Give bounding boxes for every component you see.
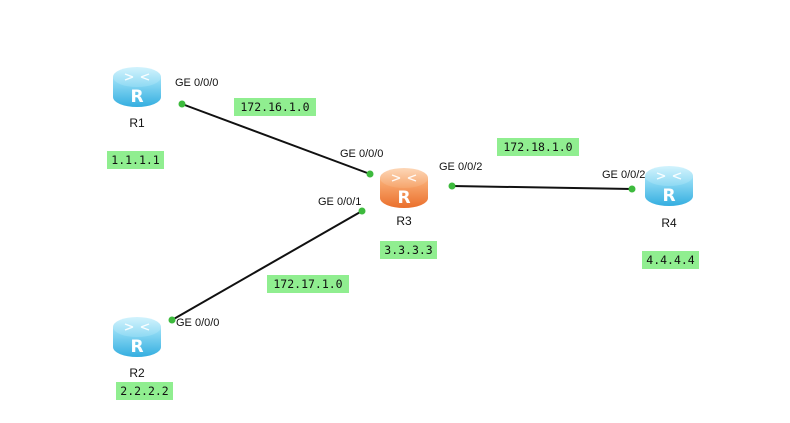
port-dot-r1-ge000[interactable] [178,100,186,108]
link-r2-r3[interactable] [171,210,363,321]
port-label-r1-ge000: GE 0/0/0 [175,77,218,89]
port-label-r3-ge002: GE 0/0/2 [439,161,482,173]
port-label-r4-ge002: GE 0/0/2 [602,169,645,181]
port-dot-r4-ge002[interactable] [628,185,636,193]
svg-text:R: R [662,186,675,206]
subnet-tag-172-18: 172.18.1.0 [497,138,579,156]
svg-text:R: R [130,87,143,107]
router-icon: R [645,166,693,206]
router-id-tag-r1: 1.1.1.1 [107,151,164,169]
port-label-r3-ge001: GE 0/0/1 [318,196,361,208]
subnet-tag-172-16: 172.16.1.0 [234,98,316,116]
router-id-text: 3.3.3.3 [384,243,433,257]
router-name-label: R2 [129,366,145,380]
router-r1[interactable]: R R1 [113,67,161,130]
router-icon: R [113,67,161,107]
link-r1-r3[interactable] [181,103,371,175]
router-id-tag-r2: 2.2.2.2 [116,382,173,400]
port-dot-r3-ge002[interactable] [448,182,456,190]
router-icon: R [113,317,161,357]
router-icon: R [380,168,428,208]
router-name-label: R1 [129,116,145,130]
port-label-r3-ge000: GE 0/0/0 [340,148,383,160]
subnet-tag-172-17: 172.17.1.0 [267,275,349,293]
router-id-text: 1.1.1.1 [111,153,160,167]
router-id-text: 2.2.2.2 [120,384,168,398]
link-r3-r4[interactable] [451,185,633,190]
svg-text:R: R [130,337,143,357]
port-dot-r3-ge000[interactable] [366,170,374,178]
subnet-text: 172.17.1.0 [273,277,342,291]
router-name-label: R4 [661,216,677,230]
router-id-tag-r3: 3.3.3.3 [380,241,437,259]
subnet-text: 172.16.1.0 [240,100,309,114]
subnet-text: 172.18.1.0 [503,140,572,154]
router-r3[interactable]: R R3 [380,168,428,228]
router-r4[interactable]: R R4 [645,166,693,230]
router-id-text: 4.4.4.4 [646,253,695,267]
router-id-tag-r4: 4.4.4.4 [642,251,699,269]
port-dot-r2-ge000[interactable] [168,316,176,324]
router-r2[interactable]: R R2 [113,317,161,380]
router-name-label: R3 [396,214,412,228]
port-dot-r3-ge001[interactable] [358,207,366,215]
svg-text:R: R [397,188,410,208]
port-label-r2-ge000: GE 0/0/0 [176,317,219,329]
